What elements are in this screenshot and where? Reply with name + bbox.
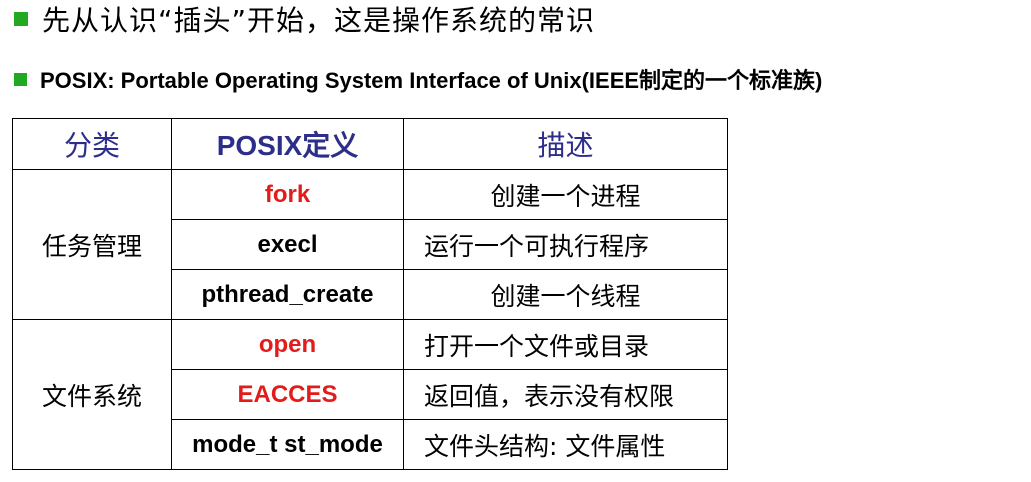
description-cell: 文件头结构: 文件属性 xyxy=(403,419,728,470)
definition-cell: pthread_create xyxy=(171,269,404,320)
definition-cell: open xyxy=(171,319,404,370)
description-cell: 运行一个可执行程序 xyxy=(403,219,728,270)
header-category: 分类 xyxy=(12,118,172,170)
definition-cell: execl xyxy=(171,219,404,270)
header-posix-definition: POSIX定义 xyxy=(171,118,404,170)
table-row: execl 运行一个可执行程序 xyxy=(13,219,728,270)
table-row: mode_t st_mode 文件头结构: 文件属性 xyxy=(13,419,728,470)
table-row: EACCES 返回值，表示没有权限 xyxy=(13,369,728,420)
intro-text: 先从认识“插头”开始，这是操作系统的常识 xyxy=(42,4,596,37)
category-cell: 文件系统 xyxy=(12,319,172,470)
bullet-line-intro: 先从认识“插头”开始，这是操作系统的常识 xyxy=(8,2,596,37)
table-row: 文件系统 open 打开一个文件或目录 xyxy=(12,319,728,470)
description-cell: 打开一个文件或目录 xyxy=(403,319,728,370)
definition-cell: EACCES xyxy=(171,369,404,420)
posix-table: 分类 POSIX定义 描述 任务管理 fork 创建一个进程 execl 运行一… xyxy=(12,118,728,470)
bullet-line-posix: POSIX: Portable Operating System Interfa… xyxy=(8,62,822,96)
header-description: 描述 xyxy=(403,118,728,170)
description-cell: 返回值，表示没有权限 xyxy=(403,369,728,420)
definition-cell: mode_t st_mode xyxy=(171,419,404,470)
description-cell: 创建一个进程 xyxy=(403,169,728,220)
bullet-square-icon xyxy=(14,12,28,26)
bullet-square-icon xyxy=(14,72,27,86)
category-cell: 任务管理 xyxy=(12,169,172,320)
table-row: 任务管理 fork 创建一个进程 xyxy=(12,169,728,320)
table-header-row: 分类 POSIX定义 描述 xyxy=(12,118,728,170)
posix-definition-text: POSIX: Portable Operating System Interfa… xyxy=(40,68,823,93)
description-cell: 创建一个线程 xyxy=(403,269,728,320)
definition-cell: fork xyxy=(171,169,404,220)
